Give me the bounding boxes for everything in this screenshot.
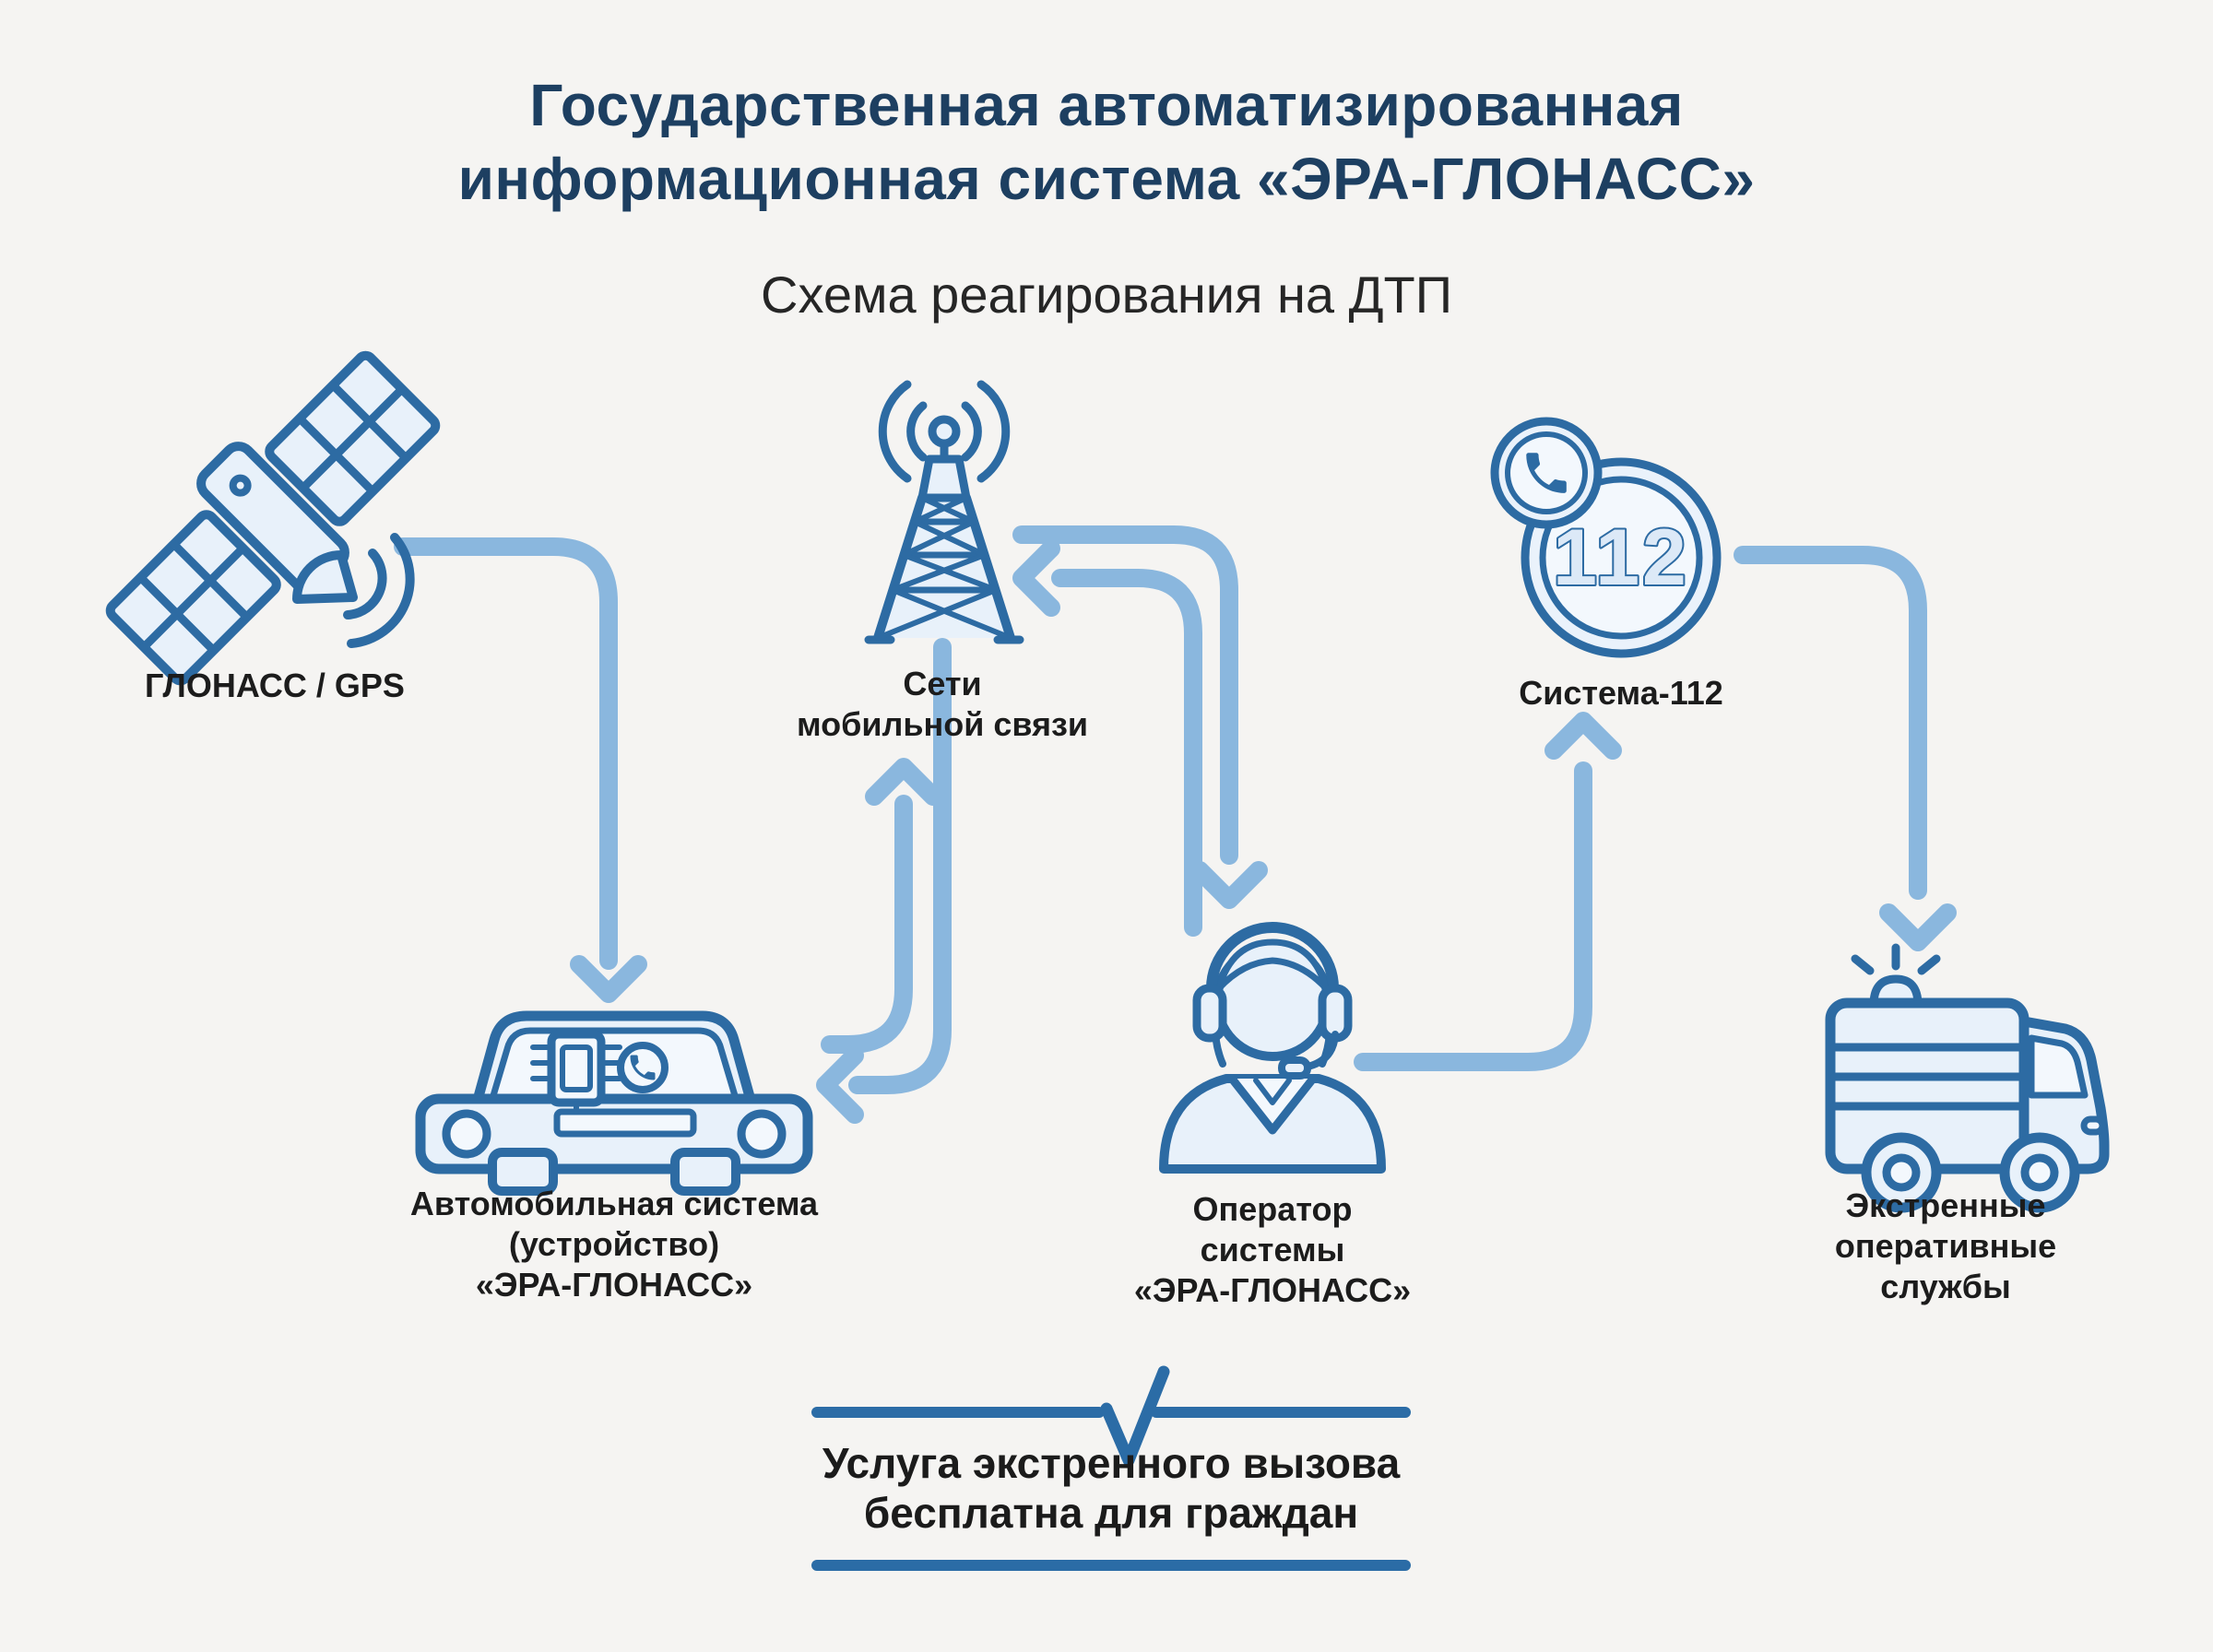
page-subtitle: Схема реагирования на ДТП	[761, 266, 1452, 324]
page-title-line1: Государственная автоматизированная	[529, 72, 1684, 138]
label-satellite: ГЛОНАСС / GPS	[145, 667, 405, 704]
page-title-line2: информационная система «ЭРА-ГЛОНАСС»	[457, 146, 1756, 212]
car-device-icon	[415, 1010, 813, 1196]
label-services: Экстренные оперативные службы	[1834, 1186, 2057, 1305]
arrow-operator-to-tower	[1012, 539, 1202, 937]
label-operator: Оператор системы «ЭРА-ГЛОНАСС»	[1133, 1190, 1412, 1309]
arrow-car-to-tower	[821, 758, 942, 1054]
phone-handset-icon	[1526, 453, 1567, 493]
label-tower: Сети мобильной связи	[796, 665, 1089, 743]
system-112-icon: 112	[1490, 417, 1722, 658]
phone-handset-icon	[630, 1055, 656, 1080]
checkmark-icon	[1100, 1365, 1170, 1467]
satellite-icon	[105, 350, 441, 686]
cell-tower-icon	[864, 380, 1024, 644]
label-car: Автомобильная система (устройство) «ЭРА-…	[409, 1185, 819, 1304]
arrow-tower-to-operator	[1012, 525, 1268, 909]
emergency-van-icon	[1825, 943, 2110, 1213]
arrow-tower-to-car	[816, 638, 952, 1124]
arrow-operator-to-112	[1354, 712, 1622, 1071]
footer-note: Услуга экстренного вызова бесплатна для …	[822, 1439, 1401, 1537]
operator-icon	[1159, 922, 1386, 1174]
arrow-satellite-to-car	[394, 537, 647, 1003]
badge-112-text: 112	[1553, 513, 1689, 602]
label-system112: Система-112	[1519, 674, 1723, 712]
arrow-112-to-services	[1734, 546, 1957, 951]
page-title: Государственная автоматизированная инфор…	[0, 68, 2213, 216]
